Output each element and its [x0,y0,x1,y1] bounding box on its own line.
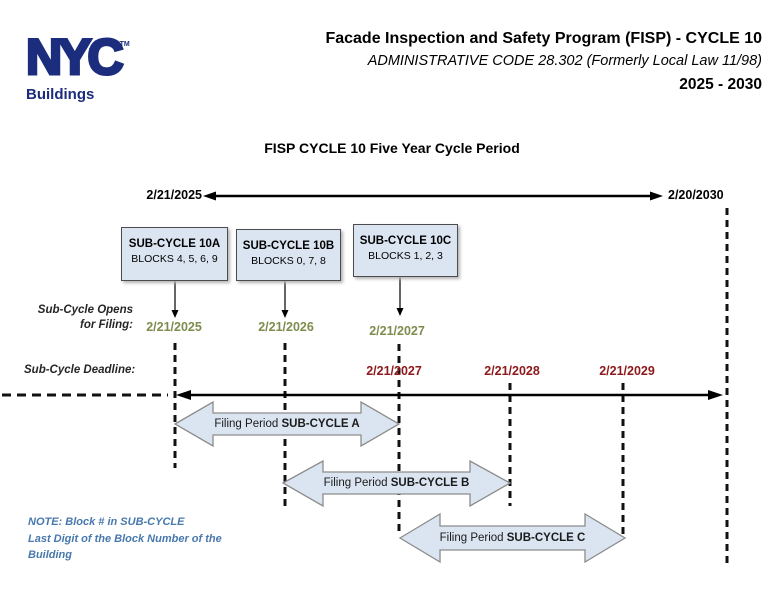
opens-date-10c: 2/21/2027 [369,324,425,338]
opens-date-10a: 2/21/2025 [146,320,202,334]
logo-buildings-label: Buildings [26,86,95,103]
filing-arrow-b [281,459,512,508]
trademark-symbol: TM [119,41,130,48]
subcycle-10a-box: SUB-CYCLE 10A BLOCKS 4, 5, 6, 9 [121,227,228,281]
nyc-logo-text: NYCTM [25,29,130,86]
header-title-block: Facade Inspection and Safety Program (FI… [162,30,762,94]
diagram-heading: FISP CYCLE 10 Five Year Cycle Period [264,140,520,156]
subcycle-10a-name: SUB-CYCLE 10A [128,238,221,250]
page-title: Facade Inspection and Safety Program (FI… [325,30,762,47]
filing-arrow-a [173,400,401,448]
timeline-start-date: 2/21/2025 [146,188,202,202]
timeline-end-date: 2/20/2030 [668,188,724,202]
page-subtitle: ADMINISTRATIVE CODE 28.302 (Formerly Loc… [367,53,762,69]
note-line-1: NOTE: Block # in SUB-CYCLE [28,516,185,528]
filing-period-arrows [173,400,627,564]
subcycle-10b-blocks: BLOCKS 0, 7, 8 [251,255,326,267]
filing-arrow-c [398,512,627,564]
connector-a-arrowhead-icon [171,310,179,318]
deadline-date-10c: 2/21/2029 [599,364,655,378]
deadline-axis [2,390,723,400]
box-connectors [171,277,404,318]
axis-arrowhead-left-icon [176,390,191,400]
subcycle-10b-box: SUB-CYCLE 10B BLOCKS 0, 7, 8 [236,229,341,281]
deadline-date-10a: 2/21/2027 [366,364,422,378]
block-number-note: NOTE: Block # in SUB-CYCLE Last Digit of… [28,514,288,564]
cycle-period: 2025 - 2030 [679,76,762,93]
filing-period-c-label: Filing Period SUB-CYCLE C [439,532,586,544]
connector-c-arrowhead-icon [396,308,404,316]
subcycle-10a-blocks: BLOCKS 4, 5, 6, 9 [131,253,218,265]
subcycle-10b-name: SUB-CYCLE 10B [242,240,335,252]
opens-for-filing-label: Sub-Cycle Opens for Filing: [37,304,133,331]
note-line-3: Building [28,549,72,561]
filing-period-a-label: Filing Period SUB-CYCLE A [214,418,360,430]
arrowhead-left-icon [203,191,216,201]
nyc-buildings-logo: NYCTM Buildings [25,18,166,104]
note-line-2: Last Digit of the Block Number of the [28,532,222,545]
subcycle-10c-name: SUB-CYCLE 10C [359,235,452,247]
five-year-span-arrow [203,191,663,201]
deadline-date-10b: 2/21/2028 [484,364,540,378]
arrowhead-right-icon [650,191,663,201]
opens-date-10b: 2/21/2026 [258,320,314,334]
filing-period-b-label: Filing Period SUB-CYCLE B [323,477,470,489]
axis-arrowhead-right-icon [708,390,723,400]
subcycle-10c-blocks: BLOCKS 1, 2, 3 [368,250,443,262]
subcycle-10c-box: SUB-CYCLE 10C BLOCKS 1, 2, 3 [353,224,458,277]
deadline-label: Sub-Cycle Deadline: [24,364,136,376]
connector-b-arrowhead-icon [281,310,289,318]
